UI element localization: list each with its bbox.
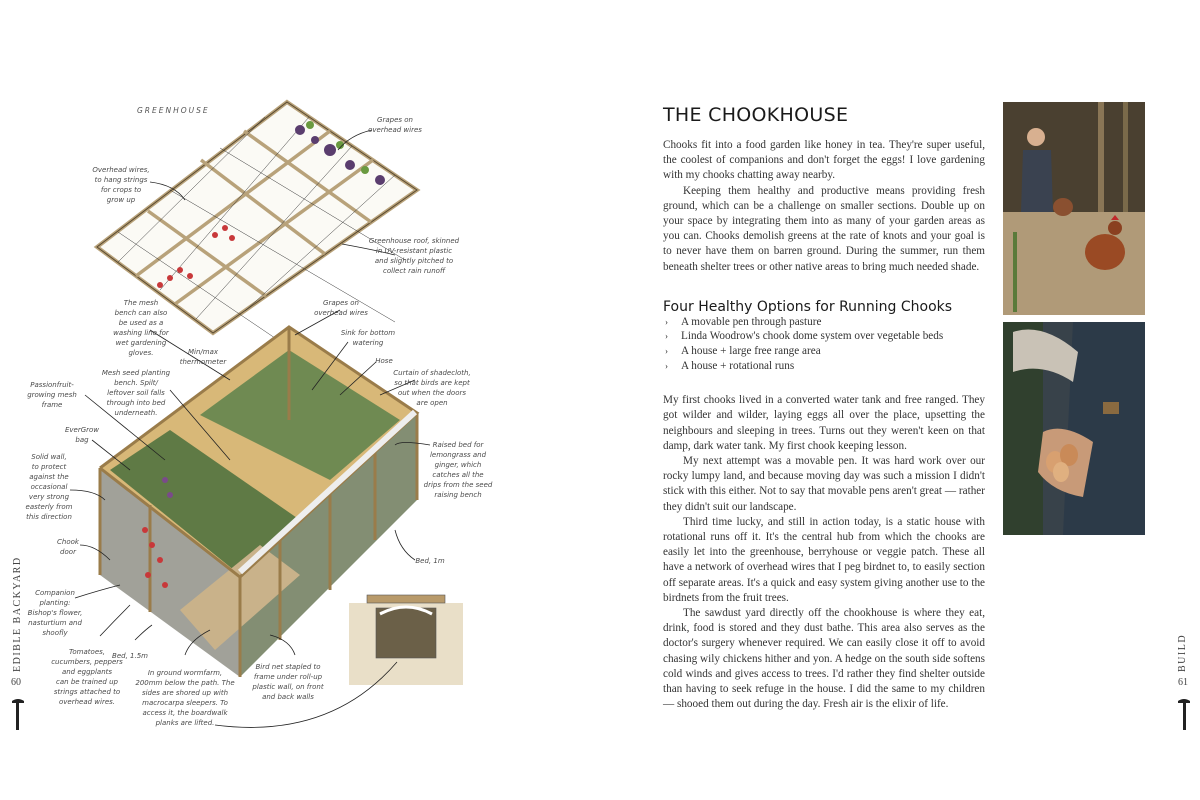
annotation-bed-1m: Bed, 1m [415,557,445,565]
page-title: THE CHOOKHOUSE [663,104,849,126]
body-paragraph: My first chooks lived in a converted wat… [663,394,985,452]
greenhouse-roof [93,99,421,362]
annotation-grapes-roof: Grapes on overhead wires [368,116,422,134]
chevron-bullet-icon: › [665,316,668,327]
list-item: › A movable pen through pasture [663,315,985,330]
wormfarm-inset [349,594,463,685]
annotation-overhead-wires: Overhead wires, to hang strings for crop… [92,166,150,204]
page-number-left: 60 [11,677,21,688]
annotation-companion-planting: Companion planting: Bishop's flower, nas… [27,589,83,637]
option-text: A house + large free range area [681,345,821,358]
annotation-sink: Sink for bottom watering [340,329,396,347]
annotation-mesh-bench: The mesh bench can also be used as a was… [113,299,169,357]
subheading: Four Healthy Options for Running Chooks [663,298,953,315]
hammer-icon [1178,699,1190,730]
body-paragraph: Third time lucky, and still in action to… [663,515,985,604]
annotation-greenhouse-roof: Greenhouse roof, skinned in UV-resistant… [368,237,460,275]
annotation-hose: Hose [375,357,393,365]
options-list: › A movable pen through pasture › Linda Wo… [663,315,985,373]
option-text: A house + rotational runs [681,359,795,372]
list-item: › A house + rotational runs [663,359,985,374]
photo-hand-holding-eggs [1003,322,1145,535]
annotation-passionfruit: Passionfruit- growing mesh frame [27,381,77,409]
running-head-right: BUILD [1177,633,1188,672]
option-text: Linda Woodrow's chook dome system over v… [681,330,944,343]
list-item: › Linda Woodrow's chook dome system over … [663,329,985,344]
annotation-thermometer: Min/max thermometer [179,348,227,366]
annotation-grapes-wires: Grapes on overhead wires [314,299,368,317]
option-text: A movable pen through pasture [681,315,822,328]
annotation-wormfarm: In ground wormfarm, 200mm below the path… [135,669,235,727]
annotation-solid-wall: Solid wall, to protect against the occas… [25,453,73,521]
annotation-bed-1-5m: Bed, 1.5m [112,652,148,660]
intro-paragraph: Keeping them healthy and productive mean… [663,184,985,273]
annotation-evergrow: EverGrow bag [64,426,100,444]
hammer-icon [12,699,24,730]
intro-paragraph: Chooks fit into a food garden like honey… [663,139,985,182]
running-head-left: EDIBLE BACKYARD [12,556,23,672]
annotation-chook-door: Chook door [57,538,79,556]
annotation-raised-bed: Raised bed for lemongrass and ginger, wh… [423,441,493,499]
body-paragraph: My next attempt was a movable pen. It wa… [663,455,985,513]
left-page: GREENHOUSE Grapes on overhead wires Over… [11,99,493,730]
greenhouse-body [98,325,420,677]
chevron-bullet-icon: › [665,346,668,357]
chevron-bullet-icon: › [665,360,668,371]
chevron-bullet-icon: › [665,331,668,342]
page-number-right: 61 [1178,677,1188,688]
annotation-seed-bench: Mesh seed planting bench. Spilt/ leftove… [101,369,171,417]
photo-man-with-chickens [1003,102,1145,315]
article-column: THE CHOOKHOUSE Chooks fit into a food ga… [663,104,985,712]
annotation-tomatoes: Tomatoes, cucumbers, peppers and eggplan… [51,648,123,706]
section-label: GREENHOUSE [137,106,210,115]
body-paragraph: The sawdust yard directly off the chookh… [663,607,985,711]
annotation-bird-net: Bird net stapled to frame under roll-up … [252,663,324,701]
list-item: › A house + large free range area [663,344,985,359]
annotation-shadecloth: Curtain of shadecloth, so that birds are… [393,369,471,407]
greenhouse-illustration [69,99,463,728]
